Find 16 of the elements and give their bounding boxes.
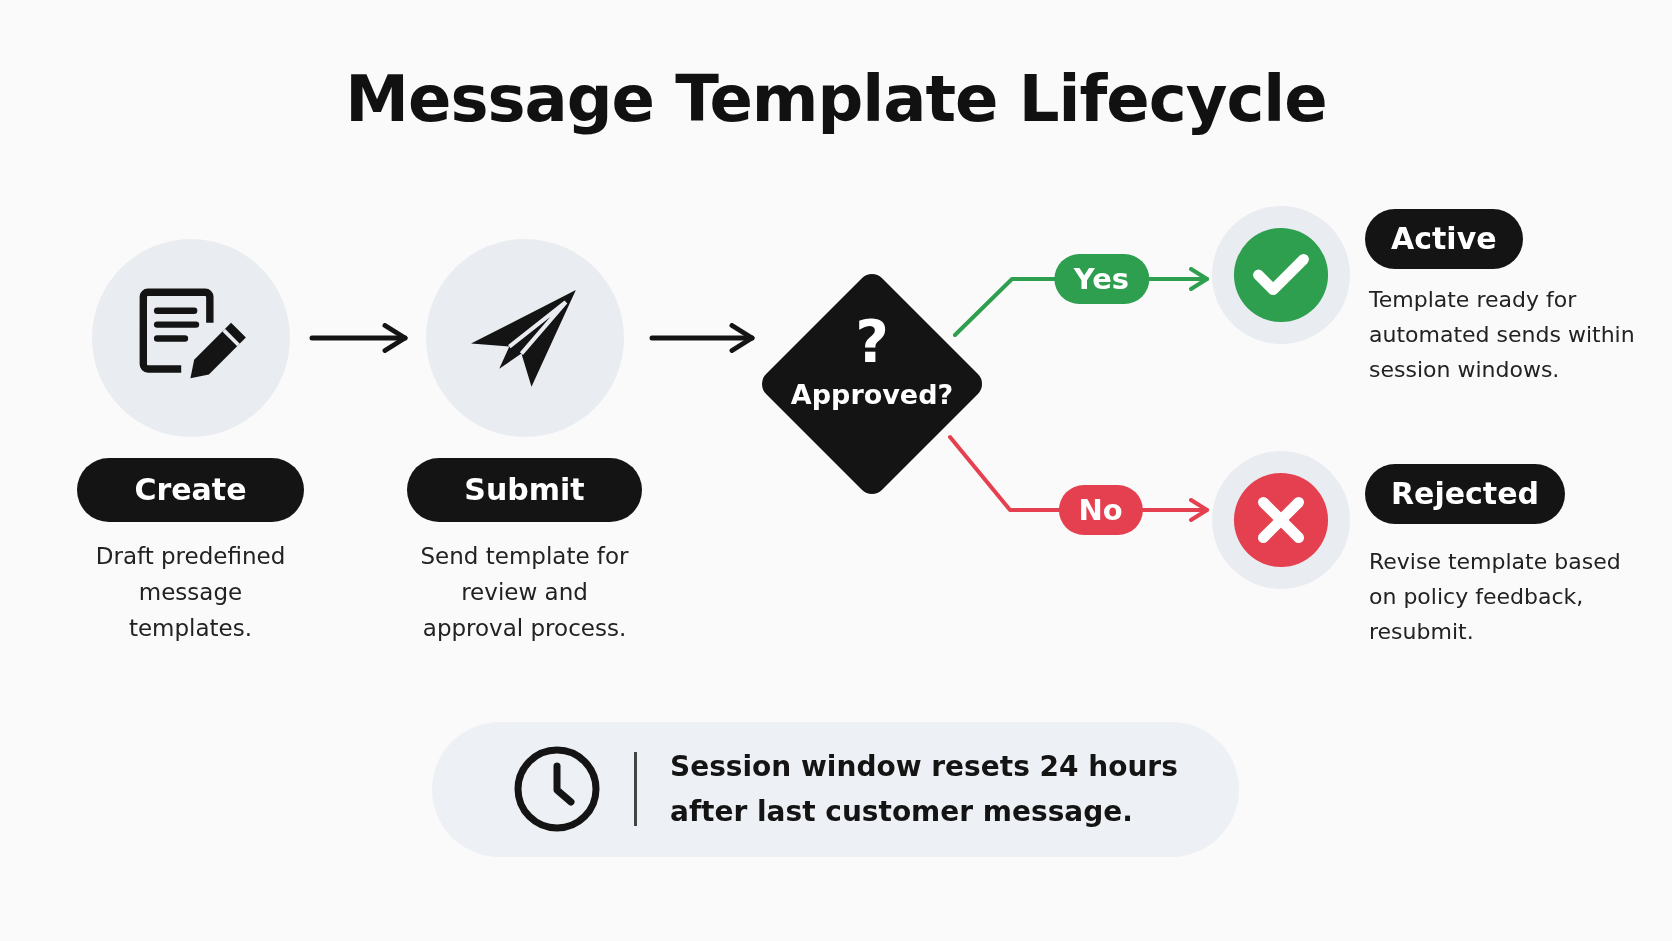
outcome-description: Template ready for automated sends within session windows. [1369,286,1636,384]
arrow [649,323,755,353]
step-description: Send template for review and approval process. [419,542,630,643]
edge-label: Yes [1053,254,1150,304]
question-mark: ? [854,309,890,375]
outcome-description: Revise template based on policy feedback, resubmit. [1369,548,1622,646]
diagram-title: Message Template Lifecycle [344,62,1328,136]
step-label: Submit [407,458,642,522]
edge-label: No [1058,485,1143,535]
outcome-label: Active [1365,209,1523,269]
decision-label: Approved? [789,379,955,410]
note-text: Session window resets 24 hours after last customer message. [670,749,1179,830]
step-description: Draft predefined message templates. [94,542,287,643]
outcome-label: Rejected [1365,464,1566,524]
arrow [309,323,408,353]
step-label: Create [77,458,304,522]
